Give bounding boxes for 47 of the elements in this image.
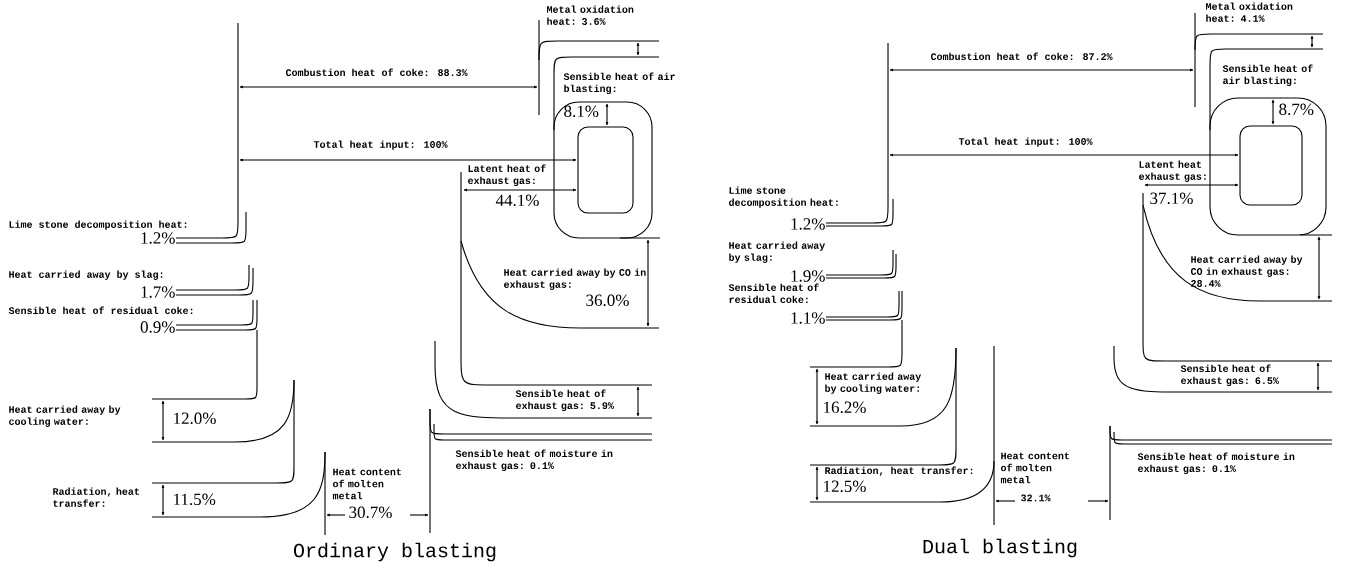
label: Metal oxidation heat: 4.1% bbox=[1206, 2, 1293, 22]
label: Latent heat exhaust gas: bbox=[1139, 160, 1206, 182]
percentage-label: 12.5% bbox=[824, 480, 866, 493]
label: Combustion heat of coke: 88.3% bbox=[285, 68, 468, 77]
percentage-label: 37.1% bbox=[1150, 192, 1193, 205]
label: Metal oxidation heat: 3.6% bbox=[547, 5, 634, 25]
percentage-label: 11.5% bbox=[174, 493, 216, 506]
label: Heat carried away by cooling water: bbox=[9, 405, 121, 427]
percentage-label: 1.7% bbox=[141, 286, 175, 298]
label: Sensible heat of exhaust gas: 6.5% bbox=[1180, 364, 1279, 387]
label: Total heat input: 100% bbox=[958, 137, 1093, 147]
percentage-label: 1.2% bbox=[791, 218, 825, 230]
percentage-label: 8.7% bbox=[1279, 103, 1314, 116]
label: Latent heat of exhaust gas: bbox=[468, 164, 546, 187]
label: Sensible heat of air blasting: bbox=[1222, 64, 1313, 87]
label: Radiation, heat transfer: bbox=[825, 466, 973, 476]
label: Combustion heat of coke: 87.2% bbox=[930, 52, 1113, 61]
label: Heat carried away by CO in exhaust gas: bbox=[504, 268, 646, 290]
percentage-label: 36.0% bbox=[586, 294, 629, 307]
percentage-label: 0.9% bbox=[140, 321, 175, 333]
label: Heat content of molten metal bbox=[1000, 452, 1069, 484]
label: Heat carried away by cooling water: bbox=[825, 372, 922, 394]
label: Lime stone decomposition heat: bbox=[9, 220, 187, 230]
label: Sensible heat of residual coke: bbox=[8, 306, 193, 315]
label: Sensible heat of air blasting: bbox=[563, 72, 675, 95]
label: Heat carried away by slag: bbox=[9, 270, 163, 280]
percentage-label: 44.1% bbox=[495, 194, 539, 207]
percentage-label: 1.2% bbox=[141, 232, 175, 244]
percentage-label: 8.1% bbox=[564, 105, 599, 118]
percentage-label: 16.2% bbox=[824, 401, 866, 414]
label: Radiation, heat transfer: bbox=[53, 487, 139, 507]
percentage-label: 12.0% bbox=[174, 412, 216, 425]
label: Heat carried away by CO in exhaust gas: 28.4% bbox=[1190, 255, 1303, 287]
label: Total heat input: 100% bbox=[313, 140, 448, 150]
label: Heat carried away by slag: bbox=[729, 241, 826, 263]
percentage-label: 30.7% bbox=[349, 506, 392, 519]
percentage-label: 1.1% bbox=[791, 312, 825, 324]
panel-title: Ordinary blasting bbox=[294, 542, 496, 562]
label: 32.1% bbox=[1021, 494, 1051, 502]
label: Sensible heat of moisture in exhaust gas: 0.1% bbox=[455, 449, 613, 472]
percentage-label: 1.9% bbox=[791, 270, 825, 282]
label: Heat content of molten metal bbox=[332, 468, 401, 500]
label: Sensible heat of residual coke: bbox=[728, 283, 819, 304]
label: Lime stone decomposition heat: bbox=[729, 186, 838, 208]
panel-title: Dual blasting bbox=[923, 538, 1077, 558]
label: Sensible heat of moisture in exhaust gas: 0.1% bbox=[1137, 452, 1295, 475]
label: Sensible heat of exhaust gas: 5.9% bbox=[515, 389, 614, 412]
